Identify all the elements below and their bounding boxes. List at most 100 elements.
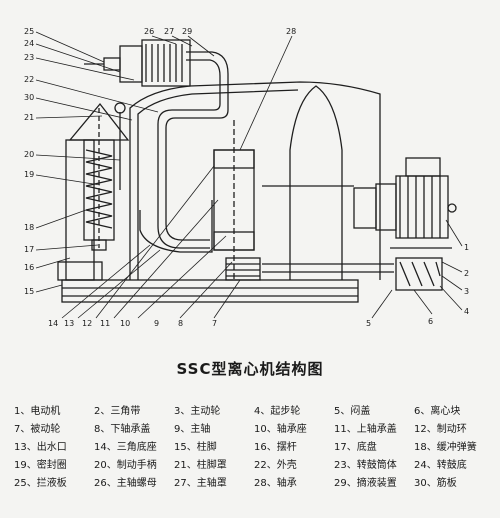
legend-separator: 、 <box>260 406 271 417</box>
callout-16: 16 <box>24 263 34 272</box>
callout-26: 26 <box>144 27 154 36</box>
legend-text: 转鼓筒体 <box>356 460 397 471</box>
legend-separator: 、 <box>186 460 197 471</box>
leader-line <box>439 285 463 311</box>
callout-22: 22 <box>24 75 34 84</box>
motor-fan-knob <box>447 203 457 213</box>
motor-coupling <box>353 187 377 229</box>
legend-number: 2 <box>94 406 101 417</box>
legend-separator: 、 <box>426 442 437 453</box>
legend-number: 16 <box>254 442 267 453</box>
leader-line <box>113 199 219 319</box>
legend-item: 16、摆杆 <box>254 440 334 456</box>
legend-item: 8、下轴承盖 <box>94 422 174 438</box>
driving-pulley <box>395 257 443 291</box>
legend-number: 3 <box>174 406 181 417</box>
legend-text: 轴承座 <box>276 424 307 435</box>
leader-line <box>35 97 133 121</box>
legend-number: 6 <box>414 406 421 417</box>
spindle-cover-body <box>141 39 191 87</box>
legend-item: 29、摘液装置 <box>334 476 414 492</box>
legend-item: 20、制动手柄 <box>94 458 174 474</box>
leader-line <box>35 174 101 186</box>
leader-line <box>35 31 105 63</box>
callout-2: 2 <box>464 269 469 278</box>
legend-item: 21、柱脚罩 <box>174 458 254 474</box>
outer-shell <box>129 81 381 280</box>
legend-item: 30、筋板 <box>414 476 494 492</box>
legend-item: 1、电动机 <box>14 404 94 420</box>
callout-12: 12 <box>82 319 92 328</box>
callout-9: 9 <box>154 319 159 328</box>
legend-separator: 、 <box>106 460 117 471</box>
callout-21: 21 <box>24 113 34 122</box>
legend-number: 21 <box>174 460 187 471</box>
legend-text: 制动手柄 <box>116 460 157 471</box>
legend-item: 10、轴承座 <box>254 422 334 438</box>
legend-text: 出水口 <box>36 442 67 453</box>
legend-text: 主轴 <box>190 424 211 435</box>
legend-text: 起步轮 <box>270 406 301 417</box>
drum-body <box>139 200 213 253</box>
callout-8: 8 <box>178 319 183 328</box>
legend-item: 14、三角底座 <box>94 440 174 456</box>
leader-line <box>35 209 87 229</box>
callout-27: 27 <box>164 27 174 36</box>
leader-line <box>35 244 99 251</box>
legend-number: 25 <box>14 478 27 489</box>
legend-item: 12、制动环 <box>414 422 494 438</box>
leader-line <box>35 57 135 81</box>
leader-line <box>35 79 159 113</box>
legend-number: 29 <box>334 478 347 489</box>
legend-item: 28、轴承 <box>254 476 334 492</box>
legend-separator: 、 <box>346 478 357 489</box>
legend-separator: 、 <box>100 406 111 417</box>
legend-number: 20 <box>94 460 107 471</box>
legend-number: 19 <box>14 460 27 471</box>
motor-flange <box>375 183 397 231</box>
legend-number: 4 <box>254 406 261 417</box>
legend-item: 22、外壳 <box>254 458 334 474</box>
leader-line <box>413 289 433 315</box>
callout-30: 30 <box>24 93 34 102</box>
legend-item: 4、起步轮 <box>254 404 334 420</box>
callout-23: 23 <box>24 53 34 62</box>
callout-1: 1 <box>464 243 469 252</box>
legend-separator: 、 <box>186 442 197 453</box>
leader-line <box>35 284 63 293</box>
column-foot-pad <box>57 261 103 281</box>
spindle-cover-thread <box>145 44 183 82</box>
legend-separator: 、 <box>26 442 37 453</box>
leader-line <box>35 115 103 119</box>
leader-line <box>171 35 193 47</box>
outer-shell-inner <box>137 89 299 280</box>
legend-separator: 、 <box>266 442 277 453</box>
legend-item: 24、转鼓底 <box>414 458 494 474</box>
callout-6: 6 <box>428 317 433 326</box>
legend-number: 9 <box>174 424 181 435</box>
legend-text: 闷盖 <box>350 406 371 417</box>
legend-text: 主轴螺母 <box>116 478 157 489</box>
legend-separator: 、 <box>346 442 357 453</box>
legend-text: 下轴承盖 <box>110 424 151 435</box>
legend-separator: 、 <box>266 478 277 489</box>
legend-text: 离心块 <box>430 406 461 417</box>
legend-item: 11、上轴承盖 <box>334 422 414 438</box>
legend-item: 19、密封圈 <box>14 458 94 474</box>
legend-separator: 、 <box>266 460 277 471</box>
legend-number: 27 <box>174 478 187 489</box>
leader-line <box>187 35 215 57</box>
liquid-collector-pipe-inner <box>157 59 221 249</box>
callout-5: 5 <box>366 319 371 328</box>
leader-line <box>35 257 71 269</box>
callout-3: 3 <box>464 287 469 296</box>
legend-text: 摘液装置 <box>356 478 397 489</box>
legend-number: 15 <box>174 442 187 453</box>
legend-number: 24 <box>414 460 427 471</box>
legend-item: 2、三角带 <box>94 404 174 420</box>
motor-fins <box>399 176 441 238</box>
legend-item: 17、底盘 <box>334 440 414 456</box>
centrifugal-blocks <box>399 261 441 287</box>
callout-24: 24 <box>24 39 34 48</box>
legend-text: 轴承 <box>276 478 297 489</box>
